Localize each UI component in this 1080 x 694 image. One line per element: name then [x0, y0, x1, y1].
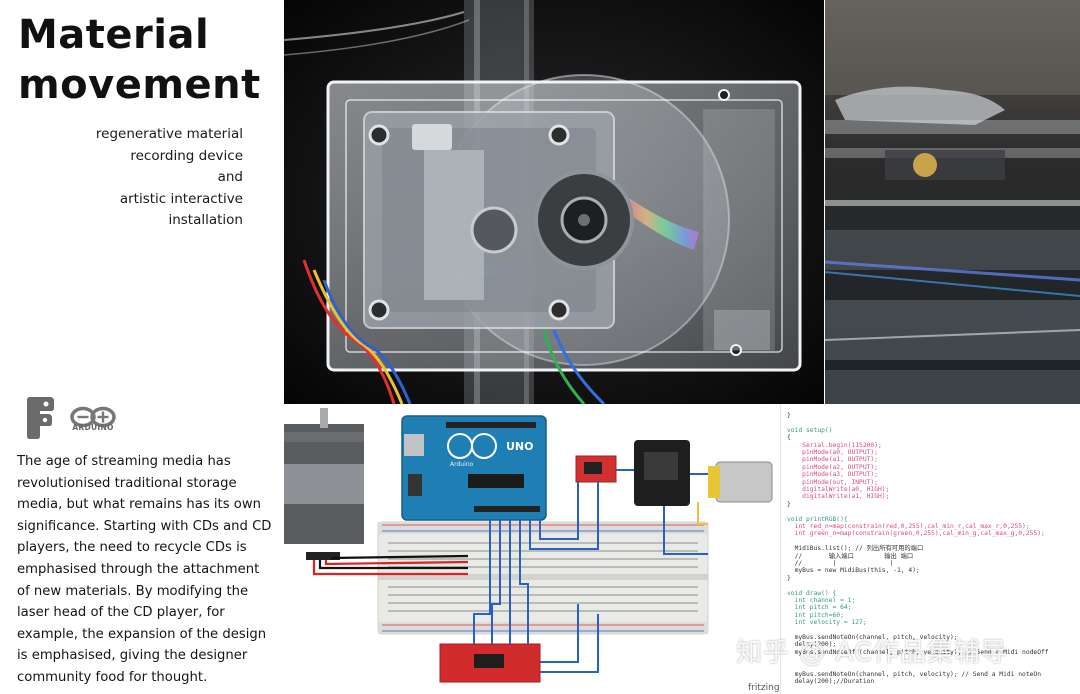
subtitle-line: installation [168, 212, 243, 228]
code-line: } [787, 500, 791, 508]
code-line: int pitch = 64; [787, 604, 852, 612]
code-line: myBus.sendNoteOn(channel, pitch, velocit… [787, 671, 1042, 678]
code-line: } [787, 574, 791, 582]
title-line-2: movement [18, 62, 261, 108]
code-line: delay(200);//Duration [787, 678, 875, 686]
acrylic-closeup-photo [825, 0, 1080, 404]
code-line: digitalWrite(a1, HIGH); [787, 493, 890, 501]
body-line: emphasised through the attachment [17, 561, 260, 577]
body-line: significance. Starting with CDs and CD [17, 518, 272, 534]
arduino-logo-icon [70, 406, 116, 428]
code-line: pinMode(a0, OUTPUT); [787, 449, 878, 456]
fritzing-logo-icon [27, 397, 54, 439]
code-line: pinMode(a3, OUTPUT); [787, 471, 878, 479]
code-line: delay(200); [787, 641, 837, 649]
code-line: int pitch=60; [787, 611, 844, 619]
code-line: MidiBus.list(); // 列出所有可用的端口 [787, 545, 924, 553]
subtitle-line: and [217, 169, 243, 185]
body-line: players, the need to recycle CDs is [17, 540, 247, 556]
code-line: int velocity = 127; [787, 619, 867, 627]
subtitle-line: artistic interactive [119, 190, 243, 207]
code-line: } [787, 412, 791, 419]
board-brand-label: Arduino [450, 461, 474, 468]
code-line: void setup() [787, 426, 833, 434]
code-line: myBus.sendNoteOff(channel, pitch, veloci… [787, 648, 1049, 656]
fritzing-label: fritzing [748, 683, 780, 693]
board-uno-label: UNO [506, 440, 534, 453]
logo-row: ARDUINO [22, 394, 142, 442]
subtitle-line: regenerative material [95, 126, 243, 142]
code-line: int red_n=map(constrain(red,0,255),cal_m… [787, 523, 1030, 530]
code-line: digitalWrite(a0, HIGH); [787, 486, 890, 493]
code-panel: } void setup(){ Serial.begin(115200); pin… [780, 404, 1080, 694]
subtitle: regenerative material recording device a… [60, 124, 243, 232]
code-line: Serial.begin(115200); [787, 441, 882, 449]
code-line: int green_n=map(constrain(green,0,255),c… [787, 530, 1045, 538]
code-line: // 输入端口 输出 端口 [787, 552, 914, 560]
code-line: pinMode(a2, OUTPUT); [787, 463, 878, 471]
page-title: Material movement [18, 10, 278, 110]
code-line: pinMode(a1, OUTPUT); [787, 456, 878, 464]
code-line: pinMode(out, INPUT); [787, 478, 878, 486]
code-line: int channel = 1; [787, 597, 856, 604]
body-line: revolutionised traditional storage [17, 475, 237, 491]
body-line: is emphasised, giving the designer [17, 648, 248, 664]
code-line: { [787, 434, 791, 442]
code-line: void printRGB(){ [787, 515, 848, 523]
arduino-logo-text: ARDUINO [72, 423, 114, 432]
cd-player-photo [284, 0, 824, 404]
body-line: media, but what remains has its own [17, 497, 262, 513]
subtitle-line: recording device [130, 147, 243, 164]
code-line: myBus.sendNoteOn(channel, pitch, velocit… [787, 634, 958, 641]
code-line: myBus = new MidiBus(this, -1, 4); [787, 567, 920, 575]
body-line: of new materials. By modifying the [17, 583, 249, 599]
circuit-diagram: UNO Arduino fritzing [278, 404, 780, 694]
body-line: example, the expansion of the design [17, 626, 267, 642]
body-line: The age of streaming media has [17, 454, 231, 469]
watermark: 知乎 @ AC作品集辅导 [736, 638, 1009, 668]
title-line-1: Material [18, 12, 210, 58]
body-line: laser head of the CD player, for [17, 605, 225, 621]
description-paragraph: The age of streaming media has revolutio… [17, 451, 275, 689]
code-line: void draw() { [787, 589, 837, 597]
code-line: // | | [787, 560, 894, 567]
body-line: community food for thought. [17, 669, 208, 685]
